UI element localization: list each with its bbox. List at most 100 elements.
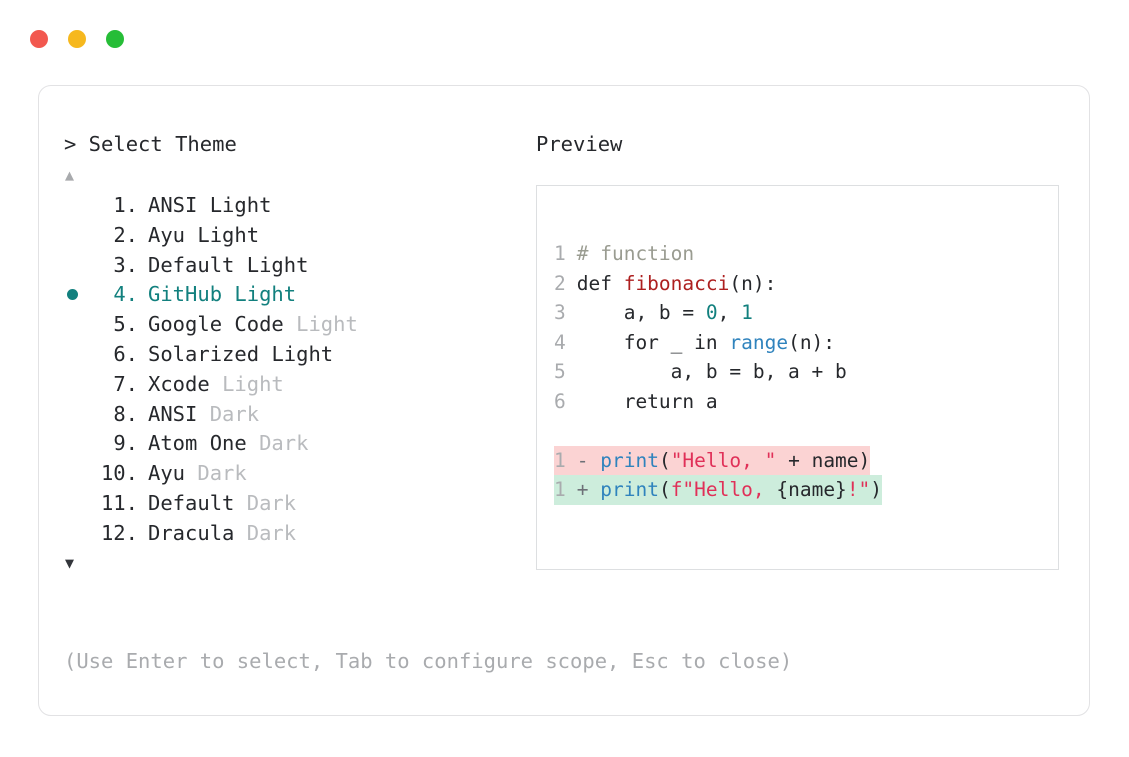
code-line-number: 6 — [554, 389, 566, 413]
theme-item-spacer — [185, 223, 197, 247]
scroll-down-icon[interactable]: ▼ — [65, 553, 75, 572]
theme-item-spacer — [197, 193, 209, 217]
theme-item-variant: Light — [234, 282, 297, 307]
code-line-number: 1 — [554, 242, 566, 265]
theme-item-variant: Dark — [246, 490, 297, 515]
code-line-number: 5 — [554, 360, 566, 383]
theme-item-variant: Light — [209, 193, 272, 217]
theme-item-variant: Dark — [209, 401, 260, 426]
code-token-default: , — [717, 301, 742, 324]
code-token-builtin: range — [729, 330, 789, 354]
theme-list-item[interactable]: 6.Solarized Light — [64, 342, 534, 372]
theme-item-spacer — [197, 402, 209, 426]
code-line: 3 a, b = 0, 1 — [554, 298, 753, 328]
theme-list-item[interactable]: 3.Default Light — [64, 253, 534, 283]
theme-item-name: ANSI — [148, 401, 198, 426]
theme-item-variant: Light — [271, 341, 334, 366]
code-line-number: 1 — [554, 448, 566, 472]
theme-item-variant: Light — [222, 371, 284, 396]
code-line: 6 return a — [554, 387, 718, 417]
theme-item-number: 8. — [113, 401, 138, 426]
theme-item-name: Ayu — [148, 461, 186, 486]
code-token-string: !" — [846, 478, 871, 501]
code-token-default: ( — [658, 478, 671, 501]
code-token-default: a, b = — [565, 301, 706, 324]
theme-item-number: 9. — [113, 431, 138, 456]
theme-item-name: Dracula — [148, 520, 235, 545]
theme-item-name: ANSI — [148, 193, 198, 217]
window-titlebar — [30, 30, 124, 48]
theme-item-spacer — [284, 312, 296, 336]
theme-list-item[interactable]: 5. Google Code Light — [64, 312, 534, 342]
theme-list-item[interactable]: 2.Ayu Light — [64, 223, 534, 253]
scroll-up-icon[interactable]: ▲ — [65, 166, 75, 184]
selection-dot — [67, 289, 78, 301]
code-token-default: (n): — [729, 271, 777, 295]
theme-item-number: 1. — [113, 193, 138, 217]
code-token-default: for _ in — [565, 330, 730, 354]
theme-item-spacer — [222, 282, 234, 306]
code-line-number: 3 — [554, 301, 566, 324]
code-line: 2 def fibonacci(n): — [554, 269, 776, 299]
code-token-default: a, b = b, a + b — [565, 360, 847, 383]
code-line-number: 2 — [554, 271, 566, 295]
theme-item-number: 5. — [113, 312, 138, 337]
theme-item-name: Google Code — [148, 312, 284, 337]
code-token-comment: # function — [565, 242, 695, 265]
theme-list-item[interactable]: 7.Xcode Light — [64, 372, 534, 402]
theme-item-number: 11. — [100, 490, 138, 515]
theme-list-item[interactable]: 11.Default Dark — [64, 491, 534, 521]
preview-title: Preview — [536, 132, 623, 156]
theme-item-spacer — [234, 253, 246, 277]
code-token-default: def — [565, 271, 624, 295]
code-line: 5 a, b = b, a + b — [554, 357, 847, 387]
theme-item-name: Default — [148, 252, 235, 277]
theme-item-variant: Light — [197, 222, 260, 247]
code-token-sign: + — [565, 478, 601, 501]
code-blank-line — [554, 416, 1052, 446]
code-line-added: 1 + print(f"Hello, {name}!") — [554, 475, 883, 505]
theme-item-variant: Dark — [246, 520, 297, 545]
close-dot[interactable] — [30, 30, 48, 48]
theme-item-spacer — [234, 521, 246, 545]
code-token-num: 0 — [705, 301, 718, 324]
theme-item-variant: Dark — [259, 431, 309, 456]
theme-list-item[interactable]: 4. GitHub Light — [64, 282, 534, 312]
minimize-dot[interactable] — [68, 30, 86, 48]
code-token-default: ) — [870, 478, 883, 501]
theme-item-variant: Dark — [197, 461, 247, 486]
theme-list-item[interactable]: 12. Dracula Dark — [64, 521, 534, 551]
code-token-string: "Hello, " — [670, 448, 777, 472]
keyboard-hint: (Use Enter to select, Tab to configure s… — [64, 649, 793, 673]
theme-item-number: 7. — [113, 371, 138, 396]
theme-item-name: Ayu — [148, 222, 186, 247]
code-token-default: {name} — [776, 478, 847, 501]
theme-item-number: 4. — [113, 282, 138, 307]
theme-item-number: 12. — [100, 520, 138, 545]
theme-item-number: 6. — [113, 341, 138, 366]
code-line-number: 1 — [554, 478, 566, 501]
theme-item-spacer — [259, 342, 271, 366]
theme-item-name: GitHub — [148, 282, 223, 307]
theme-list-item[interactable]: 10. Ayu Dark — [64, 461, 534, 491]
theme-list-item[interactable]: 9.Atom One Dark — [64, 431, 534, 461]
theme-list-item[interactable]: 1. ANSI Light — [64, 193, 534, 223]
theme-item-spacer — [185, 461, 197, 485]
theme-item-number: 10. — [100, 461, 138, 486]
code-token-sign: - — [565, 448, 601, 472]
theme-item-variant: Light — [296, 312, 358, 337]
code-token-num: 1 — [741, 301, 753, 324]
code-token-default: ( — [658, 448, 671, 472]
code-token-func: fibonacci — [623, 271, 730, 295]
code-line: 4 for _ in range(n): — [554, 328, 835, 358]
maximize-dot[interactable] — [106, 30, 124, 48]
code-token-builtin: print — [600, 478, 659, 501]
theme-item-number: 3. — [113, 252, 138, 277]
code-token-default: + name) — [776, 448, 871, 472]
code-token-string: f"Hello, — [670, 478, 777, 501]
theme-list-item[interactable]: 8. ANSI Dark — [64, 402, 534, 432]
